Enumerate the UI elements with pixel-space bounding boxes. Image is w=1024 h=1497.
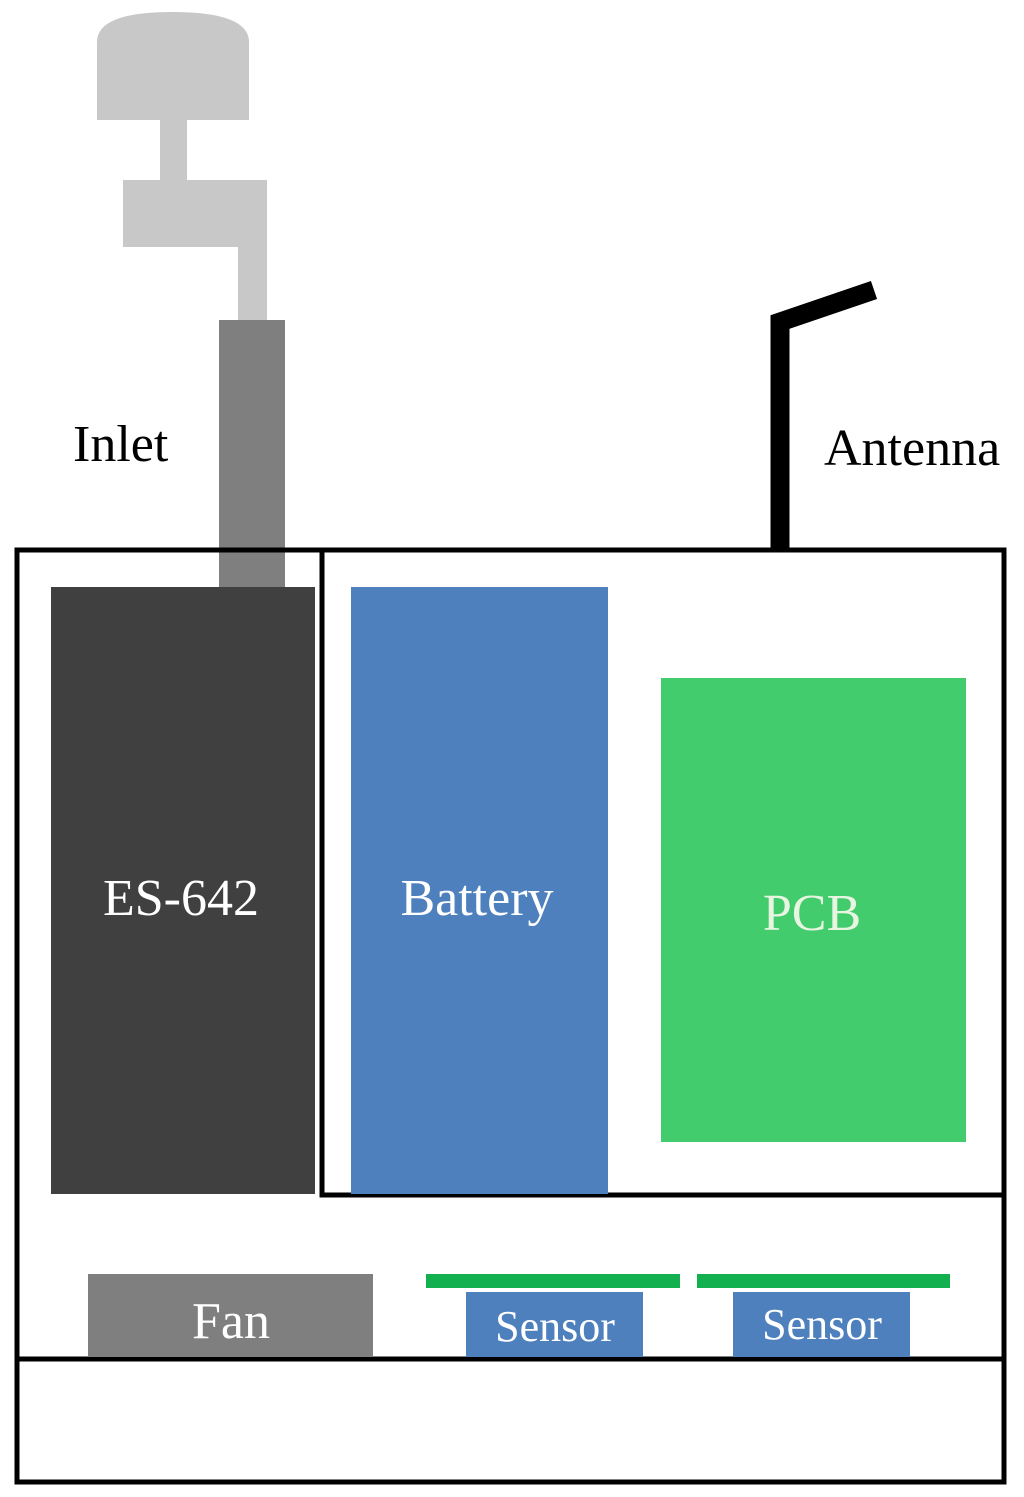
fan-block (88, 1274, 373, 1357)
inlet-stem (160, 120, 187, 182)
fan-label: Fan (192, 1293, 270, 1350)
sensor-board-2 (697, 1274, 950, 1288)
inlet-connector (123, 180, 267, 247)
es642-module (51, 587, 315, 1194)
sensor-label-1: Sensor (495, 1302, 615, 1351)
inlet-label: Inlet (73, 416, 169, 473)
pcb-label: PCB (763, 885, 861, 942)
housing-outline (14, 547, 1007, 1485)
battery-block (351, 587, 608, 1194)
es642-label: ES-642 (103, 870, 259, 927)
sensor-board-1 (426, 1274, 680, 1288)
inlet-head (97, 12, 267, 323)
inlet-neck (238, 245, 267, 323)
battery-label: Battery (400, 870, 553, 927)
inlet-cap (97, 12, 249, 120)
antenna-label: Antenna (824, 420, 1000, 477)
pcb-block (661, 678, 966, 1142)
sensor-block-2 (733, 1292, 910, 1357)
inlet-tube (219, 320, 285, 588)
sensor-block-1 (466, 1292, 643, 1357)
electronics-compartment (319, 550, 1002, 1198)
antenna (770, 281, 878, 548)
sensor-label-2: Sensor (762, 1300, 882, 1349)
